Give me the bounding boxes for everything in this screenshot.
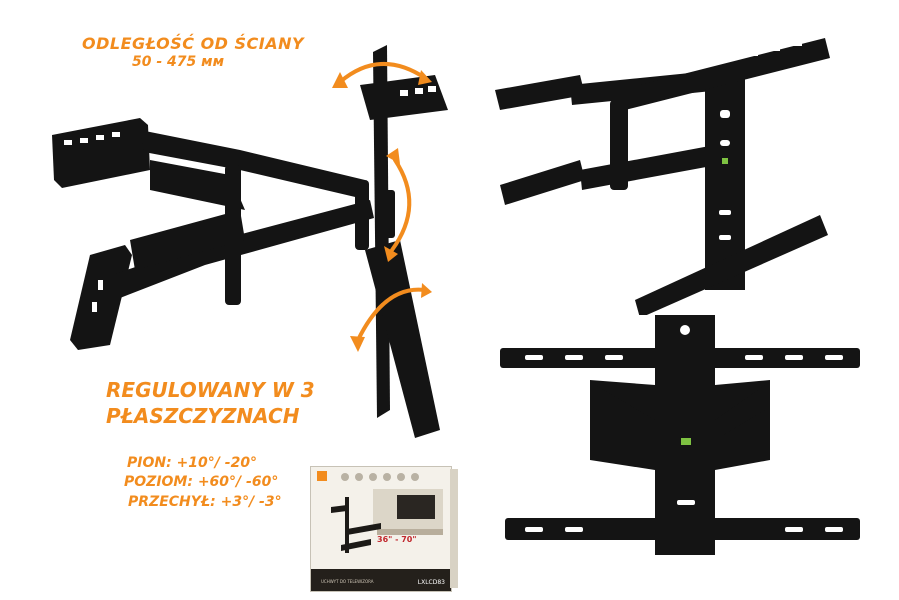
box-model-label: LXLCD83 bbox=[417, 579, 445, 586]
box-illustration bbox=[317, 471, 443, 553]
box-size-label: 36" - 70" bbox=[377, 535, 417, 544]
spec-horizontal: POZIOM: +60°/ -60° bbox=[124, 474, 279, 490]
box-side bbox=[450, 469, 458, 588]
mount-extended-photo bbox=[52, 45, 448, 438]
distance-range: 50 - 475 мм bbox=[132, 54, 225, 70]
mount-angled-photo bbox=[495, 38, 830, 315]
box-band: UCHWYT DO TELEWIZORA LXLCD83 bbox=[311, 569, 451, 591]
spec-tilt: PRZECHYŁ: +3°/ -3° bbox=[128, 494, 282, 510]
mount-front-photo bbox=[500, 315, 860, 555]
box-product-label: UCHWYT DO TELEWIZORA bbox=[321, 579, 374, 584]
product-box: 36" - 70" UCHWYT DO TELEWIZORA LXLCD83 bbox=[310, 466, 458, 592]
distance-title: ODLEGŁOŚĆ OD ŚCIANY bbox=[82, 34, 305, 53]
adjustment-heading-line1: REGULOWANY W 3 bbox=[106, 378, 315, 402]
adjustment-heading-line2: PŁASZCZYZNACH bbox=[106, 404, 300, 428]
spec-vertical: PION: +10°/ -20° bbox=[127, 455, 258, 471]
box-front: 36" - 70" UCHWYT DO TELEWIZORA LXLCD83 bbox=[310, 466, 452, 592]
